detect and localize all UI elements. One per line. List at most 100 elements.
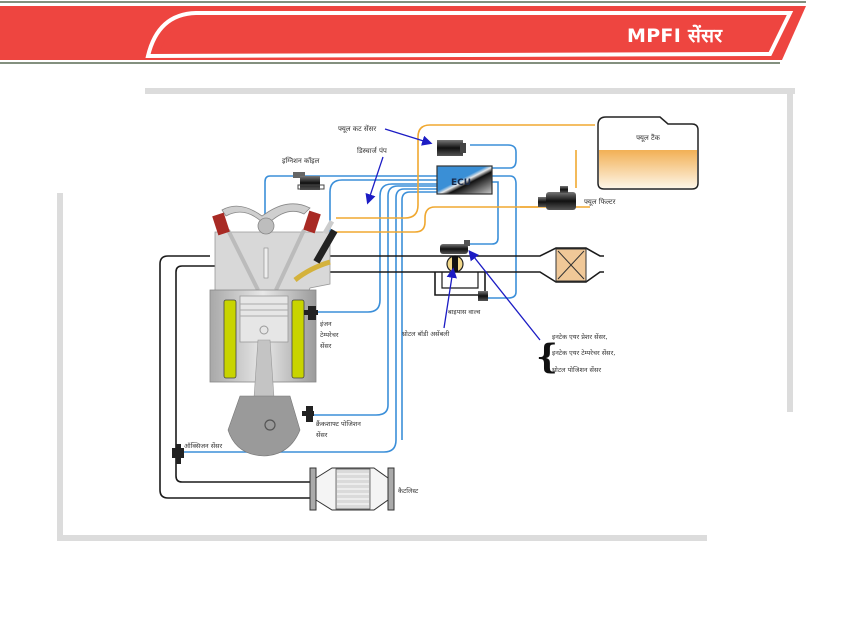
exhaust-outer xyxy=(159,255,310,499)
engine-temp-label-2: टेम्परेचर xyxy=(320,331,339,339)
exhaust-pipes xyxy=(159,255,310,499)
intake-sensor-module xyxy=(440,244,468,254)
bypass-valve-label: बाइपास वाल्व xyxy=(448,308,481,316)
arrow-intake-sensors xyxy=(468,249,541,341)
coolant-jacket-left xyxy=(223,299,237,379)
intake-sensor-label-3: थ्रोटल पोजिशन सेंसर xyxy=(552,366,601,374)
crankshaft-sensor-label-2: सेंसर xyxy=(316,431,328,439)
banner-inner-fill xyxy=(160,19,784,52)
slide-frame xyxy=(57,88,795,541)
arrow-fuel-cut-sensor xyxy=(384,128,433,146)
intake-sensor-connector xyxy=(464,240,470,246)
catalyst-flange-left xyxy=(309,467,317,511)
catalyst-flange-right xyxy=(387,467,395,511)
wire-intake-sensor xyxy=(468,181,499,245)
fuel-tank: फ्यूल टैंक xyxy=(597,116,699,190)
engine xyxy=(209,203,338,457)
oxygen-sensor-stem xyxy=(176,444,181,464)
fuel-cut-sensor-label: फ्यूल कट सेंसर xyxy=(338,124,376,133)
temp-sensor-nut xyxy=(304,310,318,315)
wire-ignition-coil xyxy=(264,175,437,225)
rocker-arms xyxy=(221,203,311,223)
fuel-tank-label: फ्यूल टैंक xyxy=(636,133,660,142)
ecu: ECU xyxy=(436,165,493,195)
catalyst-label: कैटलिस्ट xyxy=(398,487,419,495)
intake-sensors-callout: { इनटेक एयर प्रेशर सेंसर, इनटेक एयर टेम्… xyxy=(536,333,615,377)
wire-engine-temp xyxy=(316,183,437,313)
exhaust-valve-stem xyxy=(274,229,306,291)
ignition-coil-label: इग्निशन कॉइल xyxy=(282,156,320,165)
wrist-pin xyxy=(259,325,269,335)
fuel-cut-sensor-tip xyxy=(460,143,466,153)
fuel-return-line xyxy=(336,124,595,219)
fuel-filter-label: फ्यूल फिल्टर xyxy=(584,197,616,206)
fuel-cut-sensor xyxy=(437,140,466,156)
air-filter-cross-b xyxy=(557,250,585,280)
wire-injector xyxy=(329,179,437,235)
frame-right xyxy=(787,88,793,412)
page-title: MPFI सेंसर xyxy=(627,25,723,47)
valve-spring-right xyxy=(303,210,321,234)
wire-fuel-cut xyxy=(470,144,517,169)
brace-icon: { xyxy=(536,337,558,377)
filter-cap xyxy=(560,186,568,193)
filter-body xyxy=(546,192,576,210)
intake-sensor-label-2: इनटेक एयर टेम्परेचर सेंसर, xyxy=(552,349,615,357)
pointer-arrows xyxy=(365,128,541,341)
exhaust-inner xyxy=(175,265,310,483)
banner-white-stripe xyxy=(145,11,794,59)
catalytic-converter: कैटलिस्ट xyxy=(309,467,419,511)
bypass-valve xyxy=(478,291,488,301)
injector-top xyxy=(322,219,335,235)
engine-temp-sensor: इंजन टेम्परेचर सेंसर xyxy=(304,306,339,350)
frame-top xyxy=(145,88,795,94)
intake-valve-stem xyxy=(226,229,260,291)
engine-temp-label-1: इंजन xyxy=(320,320,332,328)
arrow-throttle-body xyxy=(443,267,457,329)
ecu-box xyxy=(436,165,493,195)
fuel-supply-line xyxy=(336,206,590,233)
valve-spring-left xyxy=(212,212,230,236)
wire-crankshaft xyxy=(312,185,437,416)
intake-sensor-label-1: इनटेक एयर प्रेशर सेंसर, xyxy=(552,333,608,341)
piston xyxy=(239,295,289,343)
engine-temp-label-3: सेंसर xyxy=(320,342,332,350)
coil-connector xyxy=(293,172,305,178)
throttle-body-label: थ्रोटल बॉडी असेंबली xyxy=(402,330,450,338)
header-banner xyxy=(0,1,806,64)
coolant-jacket-right xyxy=(291,299,305,379)
spark-plug xyxy=(263,247,269,279)
fuel-level xyxy=(599,150,697,188)
wire-bus xyxy=(401,191,437,440)
crank-sensor-nut xyxy=(302,411,314,416)
intake-port-fuel xyxy=(293,259,331,282)
oxygen-sensor: ऑक्सिजन सेंसर xyxy=(172,442,223,464)
coil-bracket xyxy=(297,184,325,190)
fuel-lines xyxy=(336,124,595,233)
ecu-wiring xyxy=(180,144,517,453)
ignition-coil: इग्निशन कॉइल xyxy=(282,156,325,190)
fuel-filter: फ्यूल फिल्टर xyxy=(538,186,616,210)
discharge-pump-label: डिस्चार्ज पंप xyxy=(357,146,388,155)
crank-pin xyxy=(264,419,276,431)
crankshaft-sensor-label-1: क्रैंकशाफ्ट पोजिशन xyxy=(316,420,361,428)
ecu-label: ECU xyxy=(451,178,471,188)
duct-top xyxy=(330,247,604,257)
fuel-injector xyxy=(313,228,338,264)
air-intake-duct xyxy=(330,247,604,283)
throttle-plate xyxy=(452,256,458,272)
duct-bottom xyxy=(330,271,604,283)
air-filter xyxy=(555,248,587,282)
bypass-inner xyxy=(441,272,479,289)
wire-oxygen xyxy=(180,188,437,453)
coil-body xyxy=(300,176,320,190)
wire-bypass xyxy=(488,175,517,299)
camshaft xyxy=(257,217,275,235)
crankshaft-position-sensor: क्रैंकशाफ्ट पोजिशन सेंसर xyxy=(302,406,361,439)
frame-bottom xyxy=(57,535,707,541)
oxygen-sensor-label: ऑक्सिजन सेंसर xyxy=(184,442,223,450)
fuel-cut-sensor-body xyxy=(437,140,463,156)
bypass-passage xyxy=(434,272,486,296)
arrow-discharge-pump xyxy=(365,156,384,205)
